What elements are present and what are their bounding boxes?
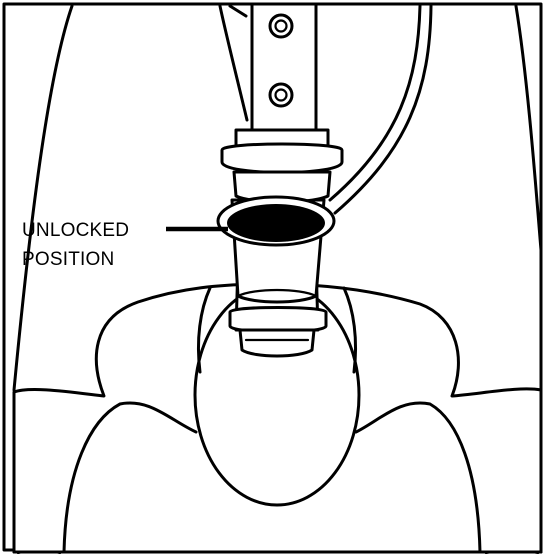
recess-shadow-left (197, 286, 212, 374)
callout-label-line1: UNLOCKED (22, 220, 129, 241)
recess-shadow-right (342, 286, 357, 374)
upper-collar (220, 128, 344, 204)
shell-edge-left (62, 401, 198, 554)
callout-label-line2: POSITION (22, 249, 114, 270)
hose (328, 4, 433, 215)
shell-edge-right (354, 401, 482, 554)
pole-rivet-top (268, 13, 294, 39)
pole-rivet-bottom (268, 82, 294, 108)
opening-interior (227, 204, 325, 242)
pole (250, 2, 318, 132)
device-body-outline (12, 4, 543, 392)
swivel-opening (216, 195, 336, 247)
